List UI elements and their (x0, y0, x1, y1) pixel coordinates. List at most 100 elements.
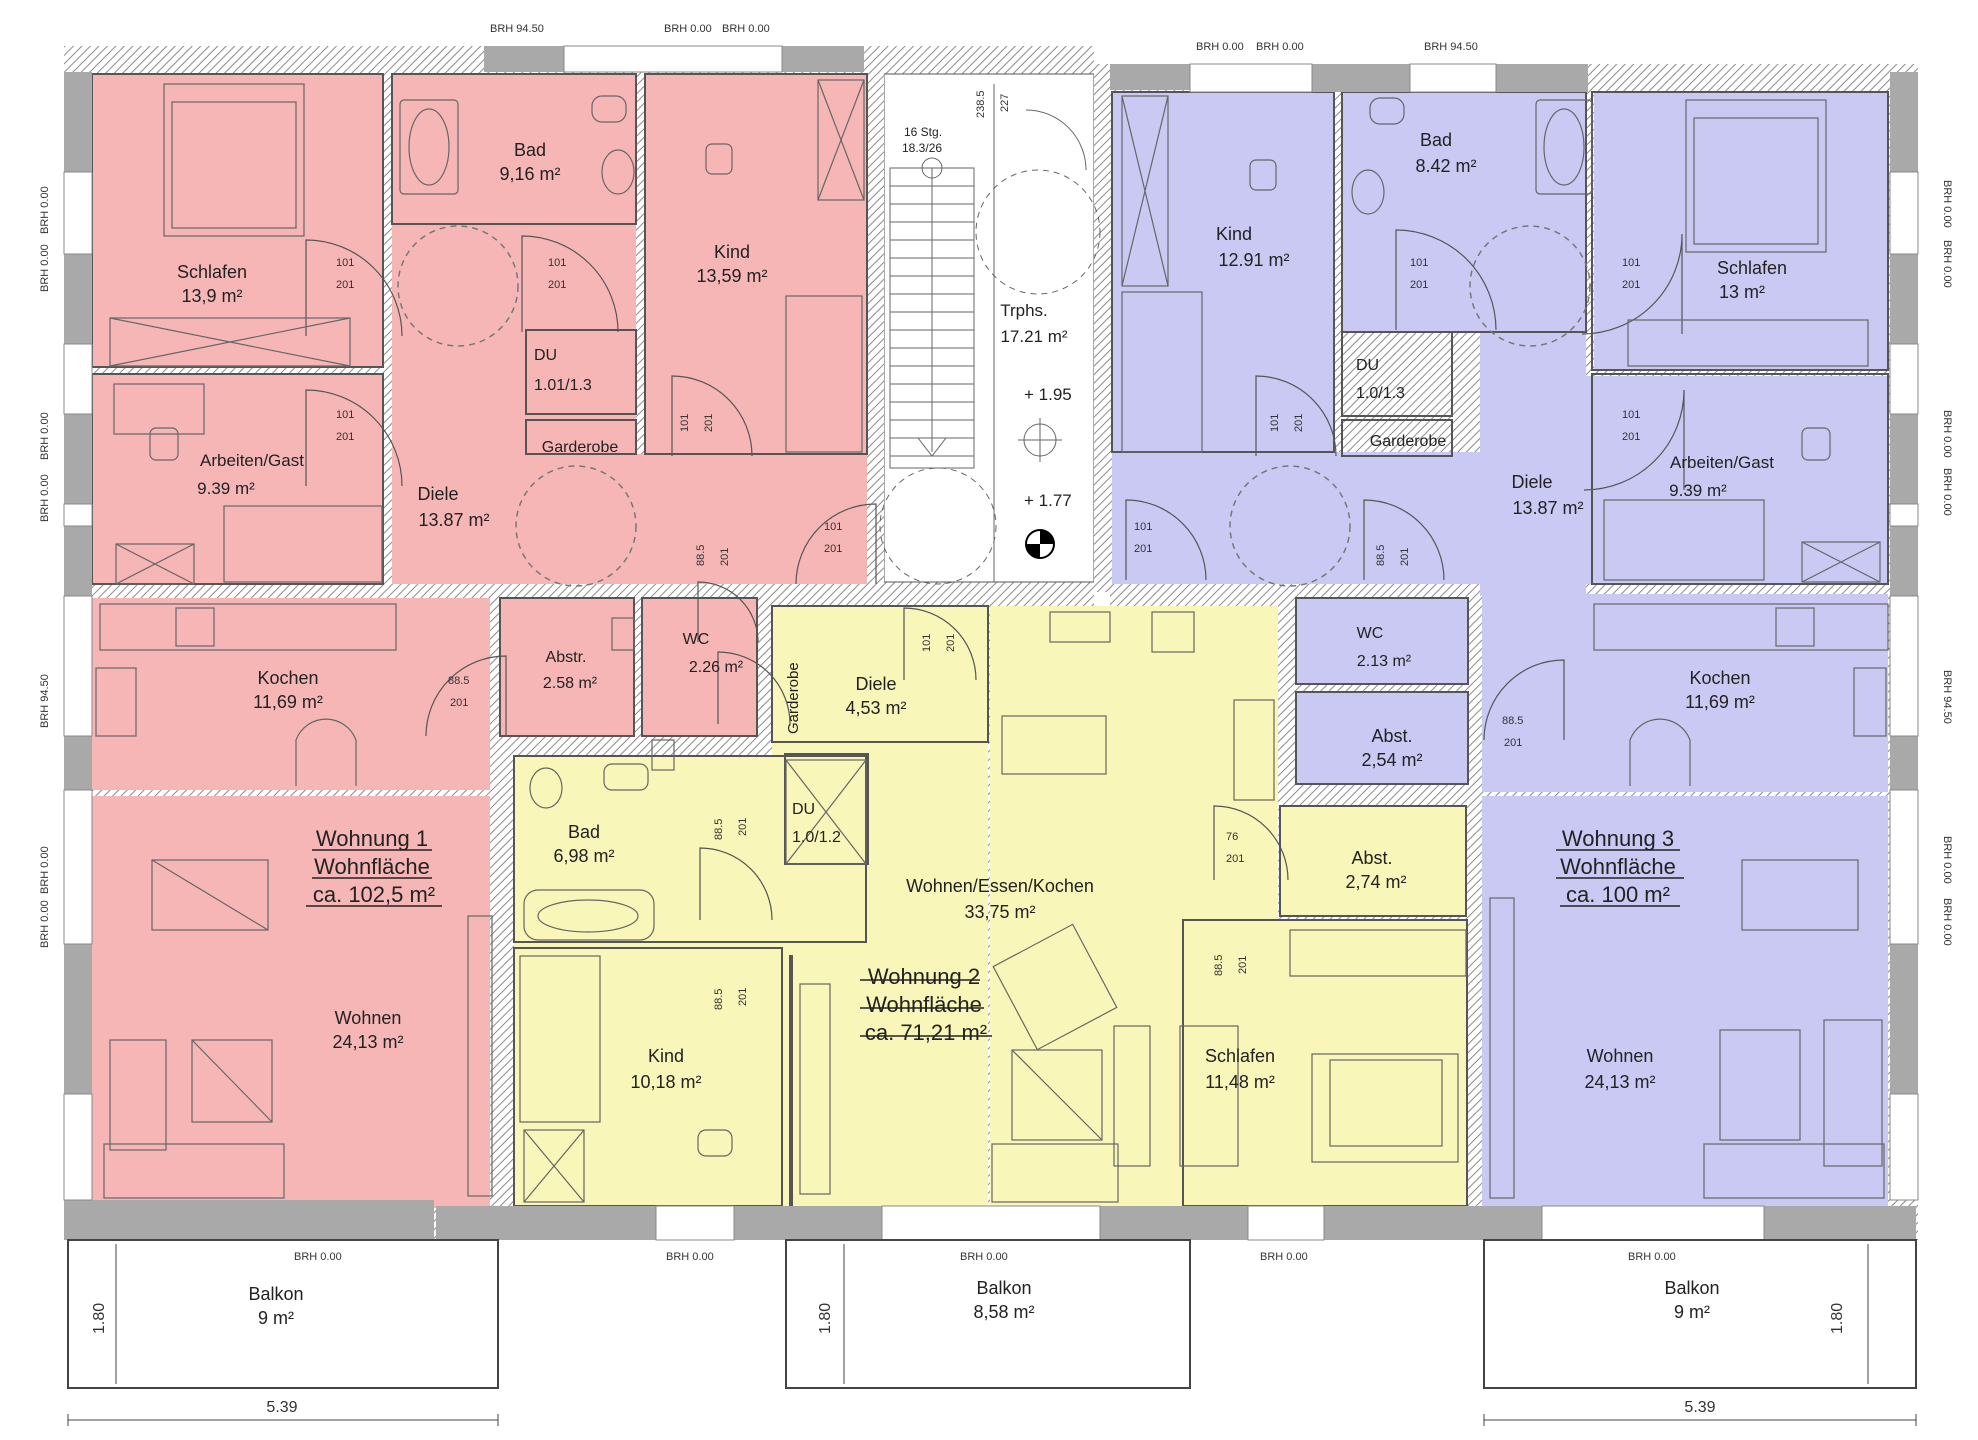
balcony-name: Balkon (1664, 1278, 1719, 1298)
room-area: 24,13 m² (332, 1032, 403, 1052)
room-area: 2,54 m² (1361, 750, 1422, 770)
room-name: Kind (648, 1046, 684, 1066)
room-name: Kind (1216, 224, 1252, 244)
door-height: 201 (548, 279, 566, 291)
brh-label: BRH 0.00 (39, 900, 51, 948)
door-height: 201 (1622, 431, 1640, 443)
level-lower: + 1.77 (1024, 491, 1072, 510)
brh-label: BRH 0.00 (1941, 836, 1953, 884)
room-name: Wohnen (1587, 1046, 1654, 1066)
door-height: 201 (1399, 548, 1411, 566)
door-height: 201 (336, 279, 354, 291)
unit-2-fill (514, 606, 1467, 1206)
brh-label: BRH 0.00 (664, 23, 712, 35)
room-area: 11,69 m² (1685, 692, 1755, 712)
stair-steps: 16 Stg. (904, 125, 942, 139)
door-height: 201 (945, 634, 957, 652)
unit-area: ca. 100 m² (1566, 882, 1670, 907)
door-width: 88.5 (1213, 955, 1225, 976)
room-area: 4,53 m² (845, 698, 906, 718)
unit-title: Wohnung 1 (316, 826, 428, 851)
stair-area: 17.21 m² (1000, 327, 1067, 346)
door-height: 201 (450, 697, 468, 709)
room-name: Kochen (257, 668, 318, 688)
brh-label: BRH 94.50 (1424, 41, 1478, 53)
brh-label: BRH 0.00 (294, 1251, 342, 1263)
room-name: Wohnen/Essen/Kochen (906, 876, 1094, 896)
stair-rise-run: 18.3/26 (902, 141, 942, 155)
room-name: Abst. (1351, 848, 1392, 868)
unit-area-label: Wohnfläche (866, 992, 982, 1017)
room-labels: Schlafen 13,9 m² Bad 9,16 m² Kind 13,59 … (91, 90, 1846, 1416)
room-name: Diele (1511, 472, 1552, 492)
door-height: 201 (719, 548, 731, 566)
door-width: 101 (1622, 409, 1640, 421)
room-name: Schlafen (1205, 1046, 1275, 1066)
brh-label: BRH 0.00 (39, 412, 51, 460)
room-area: 13.87 m² (418, 510, 489, 530)
room-area: 9.39 m² (1669, 481, 1727, 500)
room-name: DU (534, 347, 557, 364)
room-name: Schlafen (177, 262, 247, 282)
brh-label: BRH 0.00 (1256, 41, 1304, 53)
door-width: 88.5 (695, 545, 707, 566)
level-marker-icon (1025, 529, 1055, 559)
balcony-depth: 1.80 (817, 1303, 834, 1334)
door-height: 201 (336, 431, 354, 443)
brh-annotations: BRH 94.50 BRH 0.00 BRH 0.00 BRH 0.00 BRH… (39, 23, 1953, 1263)
brh-label: BRH 94.50 (490, 23, 544, 35)
room-name: Garderobe (1370, 433, 1447, 450)
door-labels: 101 201 101 201 101 201 101 201 88.5 201… (336, 257, 1640, 1010)
room-area: 24,13 m² (1584, 1072, 1655, 1092)
unit-title: Wohnung 2 (868, 964, 980, 989)
room-area: 9.39 m² (197, 479, 255, 498)
room-area: 8.42 m² (1415, 156, 1476, 176)
brh-label: BRH 0.00 (960, 1251, 1008, 1263)
room-area: 11,69 m² (253, 692, 323, 712)
room-name: WC (683, 631, 710, 648)
balconies (67, 1239, 1917, 1389)
door-height: 201 (1504, 737, 1522, 749)
brh-label: BRH 0.00 (1941, 410, 1953, 458)
furniture (95, 79, 1889, 1203)
dimension-lines (67, 1244, 1917, 1426)
door-width: 101 (824, 521, 842, 533)
door-height: 201 (1410, 279, 1428, 291)
balcony-name: Balkon (976, 1278, 1031, 1298)
brh-label: BRH 0.00 (39, 474, 51, 522)
unit-area: ca. 71,21 m² (865, 1020, 987, 1045)
balcony-area: 9 m² (258, 1308, 294, 1328)
room-name: Bad (568, 822, 600, 842)
brh-label: BRH 0.00 (722, 23, 770, 35)
room-name: Arbeiten/Gast (1670, 453, 1774, 472)
balcony-width: 5.39 (1684, 1399, 1715, 1416)
balcony-name: Balkon (248, 1284, 303, 1304)
room-area: 1.01/1.3 (534, 377, 592, 394)
brh-label: BRH 94.50 (39, 674, 51, 728)
room-name: Diele (855, 674, 896, 694)
balcony-depth: 1.80 (91, 1303, 108, 1334)
brh-label: BRH 94.50 (1941, 670, 1953, 724)
room-area: 13.87 m² (1512, 498, 1583, 518)
door-width: 101 (921, 634, 933, 652)
room-area: 12.91 m² (1218, 250, 1289, 270)
brh-label: BRH 0.00 (1196, 41, 1244, 53)
room-area: 2.58 m² (543, 675, 598, 692)
door-width: 88.5 (1375, 545, 1387, 566)
room-area: 2.13 m² (1357, 653, 1412, 670)
door-width: 88.5 (713, 989, 725, 1010)
room-name: Diele (417, 484, 458, 504)
door-height: 201 (737, 988, 749, 1006)
window-openings (64, 46, 1918, 1240)
room-name: WC (1357, 625, 1384, 642)
turning-circles (397, 225, 1591, 587)
door-swings (305, 229, 1685, 921)
brh-label: BRH 0.00 (1260, 1251, 1308, 1263)
room-area: 6,98 m² (553, 846, 614, 866)
room-name: Garderobe (542, 439, 619, 456)
staircase (879, 84, 1101, 585)
room-area: 33,75 m² (964, 902, 1035, 922)
room-name: Arbeiten/Gast (200, 451, 304, 470)
room-area: 2.26 m² (689, 659, 744, 676)
unit-title: Wohnung 3 (1562, 826, 1674, 851)
